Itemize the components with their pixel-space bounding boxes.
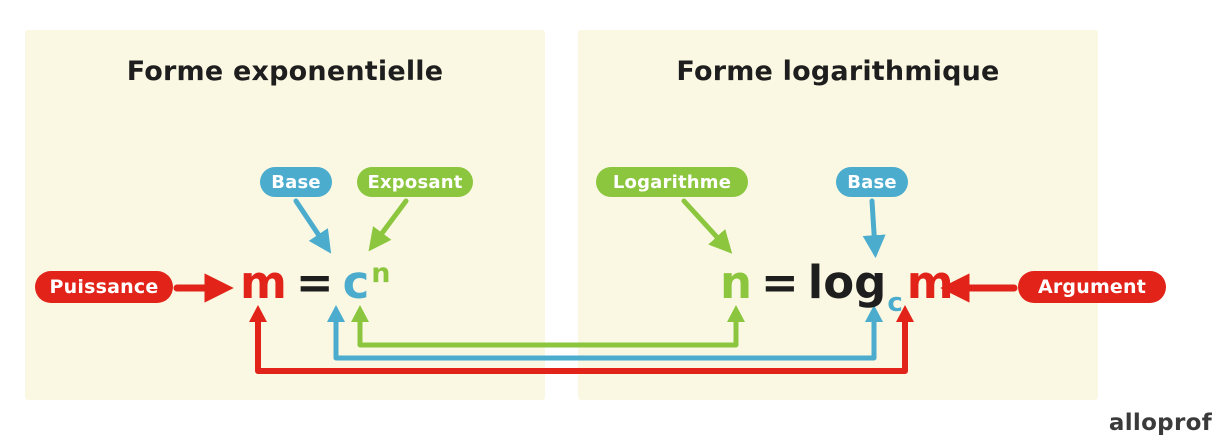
pill-argument: Argument xyxy=(1018,271,1166,303)
equation-logarithm-n: n xyxy=(720,256,753,309)
pill-base-right: Base xyxy=(836,167,908,197)
alloprof-logo: alloprof xyxy=(1108,410,1212,436)
equation-base-c-sub: c xyxy=(887,288,903,318)
pill-base-left: Base xyxy=(260,167,332,197)
equation-exponent-n: n xyxy=(371,258,391,289)
logarithmic-form-panel: Forme logarithmique xyxy=(578,30,1098,400)
pill-exposant: Exposant xyxy=(357,167,473,197)
equation-base-c: c xyxy=(342,256,370,309)
equals-sign-left: = xyxy=(295,256,334,309)
equation-argument-m: m xyxy=(906,256,954,309)
pill-base-right-label: Base xyxy=(847,171,897,193)
logarithmic-form-title: Forme logarithmique xyxy=(676,56,1000,87)
exponential-form-title: Forme exponentielle xyxy=(126,56,444,87)
logarithmic-equation: n=logcm xyxy=(720,256,954,318)
equation-log-word: log xyxy=(807,256,887,309)
pill-exposant-label: Exposant xyxy=(367,171,463,193)
pill-base-left-label: Base xyxy=(271,171,321,193)
exponential-form-panel: Forme exponentielle xyxy=(25,30,545,400)
pill-puissance-label: Puissance xyxy=(49,276,159,298)
equation-power-m: m xyxy=(240,256,287,309)
pill-logarithme: Logarithme xyxy=(596,167,748,197)
pill-logarithme-label: Logarithme xyxy=(612,171,732,193)
pill-puissance: Puissance xyxy=(35,271,173,303)
pill-argument-label: Argument xyxy=(1037,276,1147,298)
exponential-equation: m=cn xyxy=(240,256,391,309)
equals-sign-right: = xyxy=(761,256,799,309)
